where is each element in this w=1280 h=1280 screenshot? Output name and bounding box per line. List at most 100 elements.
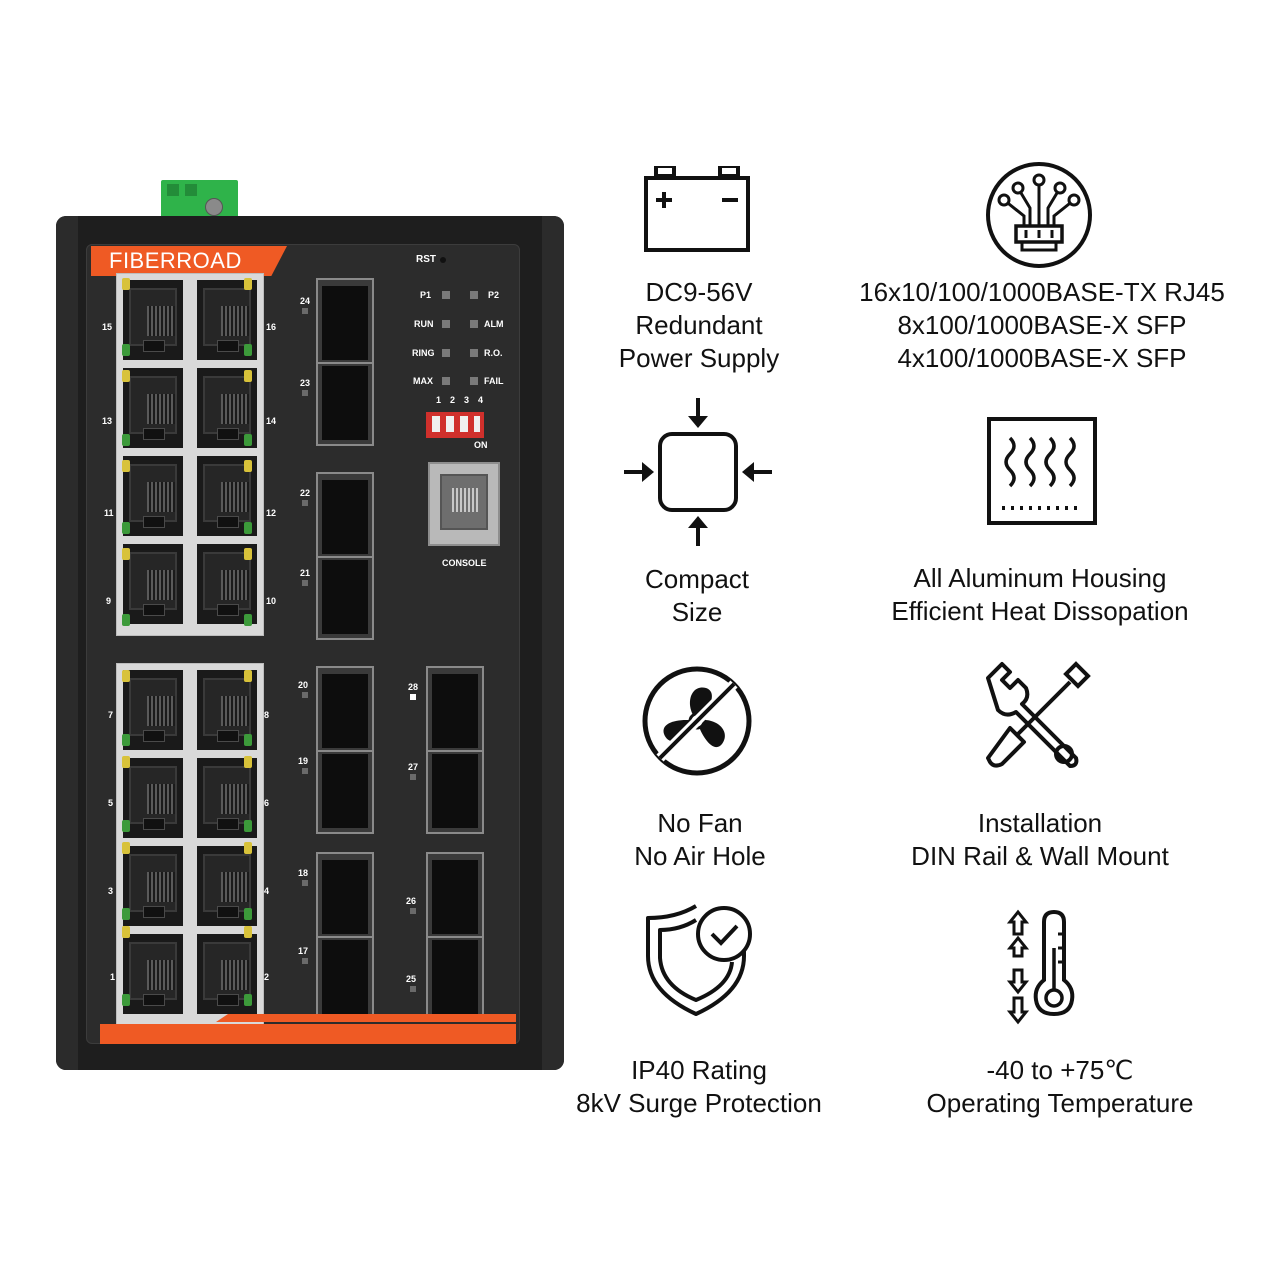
link-led — [244, 926, 252, 938]
port-number: 16 — [266, 322, 277, 332]
feature-line: Power Supply — [618, 343, 780, 373]
sfp-port[interactable] — [322, 860, 368, 934]
rj45-port[interactable] — [123, 846, 183, 926]
feature-compact: Compact Size — [592, 563, 802, 629]
dip-switch[interactable] — [426, 412, 484, 438]
port-number: 13 — [102, 416, 113, 426]
rj45-block-bottom — [116, 663, 264, 1026]
link-led — [122, 460, 130, 472]
sfp-led — [302, 768, 308, 774]
port-number: 7 — [108, 710, 114, 720]
sfp-port-number: 19 — [298, 756, 309, 766]
feature-line: Operating Temperature — [926, 1088, 1194, 1118]
feature-line: Installation — [977, 808, 1103, 838]
console-label: CONSOLE — [442, 558, 487, 568]
rj45-port[interactable] — [123, 280, 183, 360]
rj45-port[interactable] — [123, 544, 183, 624]
feature-installation: Installation DIN Rail & Wall Mount — [880, 807, 1200, 873]
link-led — [244, 756, 252, 768]
chassis-rib-right — [542, 216, 564, 1070]
reset-button[interactable] — [440, 257, 446, 263]
no-fan-icon — [640, 664, 754, 778]
feature-ports: 16x10/100/1000BASE-TX RJ45 8x100/1000BAS… — [834, 276, 1250, 375]
sfp-port[interactable] — [432, 860, 478, 934]
port-number: 12 — [266, 508, 277, 518]
link-led — [122, 756, 130, 768]
feature-line: DC9-56V — [645, 277, 753, 307]
rj45-port[interactable] — [123, 934, 183, 1014]
activity-led — [122, 434, 130, 446]
status-led — [470, 320, 478, 328]
sfp-port-number: 18 — [298, 868, 309, 878]
status-led — [470, 377, 478, 385]
rj45-port[interactable] — [123, 456, 183, 536]
rj45-port[interactable] — [123, 368, 183, 448]
status-label-alm: ALM — [484, 319, 504, 329]
power-terminal-block — [161, 180, 238, 218]
rj45-port[interactable] — [197, 280, 257, 360]
sfp-port[interactable] — [432, 940, 478, 1014]
tools-icon — [980, 658, 1096, 774]
activity-led — [122, 344, 130, 356]
sfp-port[interactable] — [322, 940, 368, 1014]
sfp-port[interactable] — [432, 754, 478, 828]
feature-line: 4x100/1000BASE-X SFP — [897, 343, 1187, 373]
battery-icon — [642, 166, 752, 256]
status-led — [442, 377, 450, 385]
link-led — [244, 670, 252, 682]
sfp-port-number: 21 — [300, 568, 311, 578]
activity-led — [244, 820, 252, 832]
sfp-led — [302, 880, 308, 886]
sfp-port-number: 22 — [300, 488, 311, 498]
accent-bar — [100, 1024, 516, 1044]
rj45-port[interactable] — [123, 758, 183, 838]
ethernet-fiber-icon — [984, 160, 1094, 270]
port-number: 5 — [108, 798, 114, 808]
sfp-port[interactable] — [322, 366, 368, 440]
sfp-port[interactable] — [322, 480, 368, 554]
activity-led — [244, 734, 252, 746]
rj45-port[interactable] — [197, 846, 257, 926]
sfp-led — [302, 580, 308, 586]
thermometer-icon — [1000, 908, 1080, 1026]
status-label-max: MAX — [413, 376, 433, 386]
sfp-cage — [316, 278, 374, 446]
sfp-port[interactable] — [322, 286, 368, 360]
sfp-port[interactable] — [322, 674, 368, 748]
feature-line: 8x100/1000BASE-X SFP — [897, 310, 1187, 340]
feature-line: -40 to +75℃ — [986, 1055, 1134, 1085]
feature-line: DIN Rail & Wall Mount — [911, 841, 1169, 871]
port-number: 3 — [108, 886, 114, 896]
sfp-cage — [316, 852, 374, 1020]
chassis-rib-left — [56, 216, 78, 1070]
sfp-port[interactable] — [322, 560, 368, 634]
link-led — [122, 842, 130, 854]
sfp-port[interactable] — [322, 754, 368, 828]
feature-fanless: No Fan No Air Hole — [600, 807, 800, 873]
feature-line: IP40 Rating — [631, 1055, 767, 1085]
feature-line: No Air Hole — [634, 841, 766, 871]
activity-led — [244, 614, 252, 626]
sfp-cage — [426, 852, 484, 1020]
feature-line: Size — [671, 597, 723, 627]
dip-number: 4 — [478, 395, 484, 405]
rj45-port[interactable] — [197, 368, 257, 448]
port-number: 1 — [110, 972, 116, 982]
activity-led — [244, 344, 252, 356]
status-led — [470, 349, 478, 357]
sfp-led — [410, 774, 416, 780]
console-port[interactable] — [428, 462, 500, 546]
dip-number: 1 — [436, 395, 442, 405]
link-led — [244, 370, 252, 382]
link-led — [122, 670, 130, 682]
sfp-port-number: 26 — [406, 896, 417, 906]
activity-led — [122, 820, 130, 832]
status-label-p2: P2 — [488, 290, 500, 300]
status-label-run: RUN — [414, 319, 434, 329]
dip-number: 2 — [450, 395, 456, 405]
rj45-port[interactable] — [123, 670, 183, 750]
activity-led — [244, 994, 252, 1006]
terminal-screw — [205, 198, 223, 216]
sfp-port[interactable] — [432, 674, 478, 748]
status-led — [442, 320, 450, 328]
